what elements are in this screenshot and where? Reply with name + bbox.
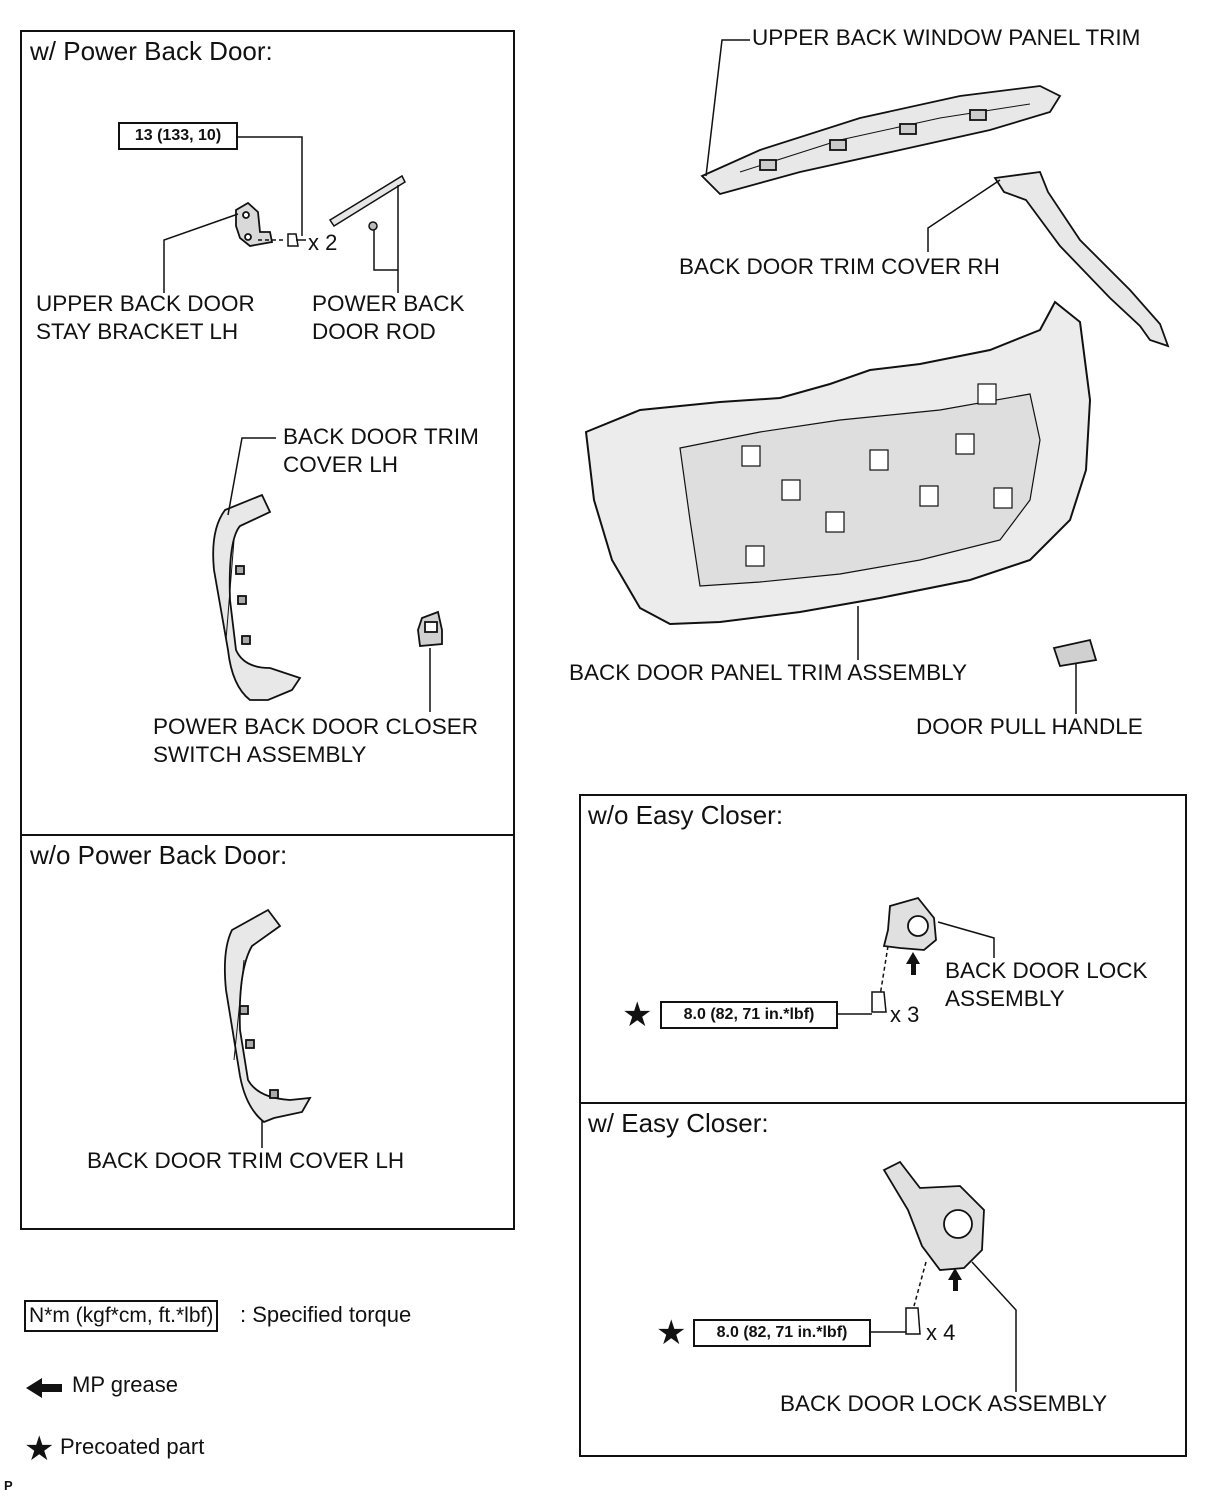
grease-arrow-shape xyxy=(26,1378,62,1398)
label-trim-cover-lh-line2: COVER LH xyxy=(283,452,399,477)
left-arrow-icon xyxy=(24,1374,64,1402)
legend-torque-desc: : Specified torque xyxy=(240,1302,412,1327)
label-lock-no-easy-closer-line2: ASSEMBLY xyxy=(945,986,1065,1011)
label-closer-switch-line1: POWER BACK DOOR CLOSER xyxy=(153,714,479,739)
panel-title-power-back-door: w/ Power Back Door: xyxy=(30,36,273,66)
label-upper-stay-bracket-line1: UPPER BACK DOOR xyxy=(36,291,255,316)
lock-easy-closer-drawing xyxy=(882,1160,985,1271)
label-trim-cover-rh: BACK DOOR TRIM COVER RH xyxy=(679,254,1000,279)
label-upper-stay-bracket-line2: STAY BRACKET LH xyxy=(36,319,239,344)
legend-grease: MP grease xyxy=(72,1372,178,1397)
torque-lock-no-easy-closer: 8.0 (82, 71 in.*lbf) xyxy=(660,1001,838,1029)
label-power-rod-line2: DOOR ROD xyxy=(312,319,436,344)
panel-frame-easy-closer xyxy=(579,1102,1187,1457)
star-icon: ★ xyxy=(24,1430,55,1468)
panel-title-no-easy-closer: w/o Easy Closer: xyxy=(588,800,784,830)
legend-precoated: Precoated part xyxy=(60,1434,205,1459)
lock-no-easy-closer-drawing xyxy=(882,896,937,951)
door-pull-handle-drawing xyxy=(1052,638,1098,668)
legend-torque-box: N*m (kgf*cm, ft.*lbf) xyxy=(24,1300,219,1332)
torque-stay-bracket: 13 (133, 10) xyxy=(118,122,238,150)
panel-title-easy-closer: w/ Easy Closer: xyxy=(588,1108,769,1138)
qty-lock-no-easy-closer: x 3 xyxy=(890,1002,920,1027)
panel-frame-no-power xyxy=(20,834,515,1230)
star-icon: ★ xyxy=(656,1314,687,1352)
label-door-pull-handle: DOOR PULL HANDLE xyxy=(916,714,1143,739)
panel-trim-assembly-drawing xyxy=(584,300,1092,626)
label-power-rod-line1: POWER BACK xyxy=(312,291,465,316)
stay-bracket-drawing xyxy=(235,201,274,247)
panel-frame-no-easy-closer xyxy=(579,794,1187,1104)
qty-stay-bracket: x 2 xyxy=(308,230,338,255)
footer-code: P xyxy=(4,1478,13,1493)
label-upper-window-trim: UPPER BACK WINDOW PANEL TRIM xyxy=(752,25,1141,50)
torque-lock-easy-closer: 8.0 (82, 71 in.*lbf) xyxy=(693,1319,871,1347)
qty-lock-easy-closer: x 4 xyxy=(926,1320,956,1345)
label-trim-cover-lh-line1: BACK DOOR TRIM xyxy=(283,424,479,449)
trim-cover-lh-power-drawing xyxy=(212,493,302,701)
panel-title-no-power-back-door: w/o Power Back Door: xyxy=(30,840,288,870)
label-panel-trim-assembly: BACK DOOR PANEL TRIM ASSEMBLY xyxy=(569,660,968,685)
closer-switch-drawing xyxy=(417,610,443,647)
trim-cover-rh-drawing xyxy=(993,171,1170,348)
star-icon: ★ xyxy=(622,996,653,1034)
label-closer-switch-line2: SWITCH ASSEMBLY xyxy=(153,742,367,767)
panel-clips xyxy=(741,383,1013,567)
upper-window-trim-drawing xyxy=(700,85,1062,196)
label-lock-easy-closer: BACK DOOR LOCK ASSEMBLY xyxy=(780,1391,1108,1416)
label-lock-no-easy-closer-line1: BACK DOOR LOCK xyxy=(945,958,1148,983)
label-trim-cover-lh-no-power: BACK DOOR TRIM COVER LH xyxy=(87,1148,405,1173)
trim-cover-lh-no-power-drawing xyxy=(223,908,312,1124)
